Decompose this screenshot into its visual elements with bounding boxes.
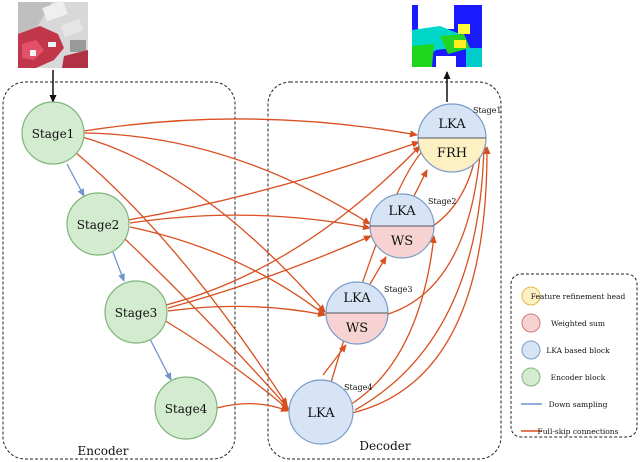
encoder-stage1-label: Stage1 (32, 127, 75, 141)
encoder-stage3-node: Stage3 (104, 280, 168, 344)
legend-item: Full-skip connections (521, 427, 619, 436)
decoder-stage2-top-label: LKA (388, 204, 416, 219)
legend-swatch-circle (521, 340, 541, 360)
decoder-stage1-node: LKA FRH Stage1 (417, 103, 501, 173)
legend-item: Encoder block (521, 367, 606, 387)
decoder-stage3-tag: Stage3 (384, 285, 412, 294)
decoder-stage1-tag: Stage1 (473, 106, 501, 115)
decoder-stage2-bottom-label: WS (391, 234, 413, 249)
legend-swatch-circle (521, 286, 541, 306)
decoder-stage3-top-label: LKA (343, 291, 371, 306)
legend-item: Weighted sum (521, 313, 605, 333)
legend-item: Feature refinement head (521, 286, 626, 306)
legend-label: LKA based block (546, 346, 610, 355)
decoder-stage2-node: LKA WS Stage2 (369, 193, 456, 259)
legend-label: Encoder block (551, 373, 606, 382)
legend-label: Full-skip connections (538, 427, 619, 436)
decoder-stage1-bottom-label: FRH (437, 146, 467, 161)
encoder-stage1-node: Stage1 (21, 101, 85, 165)
legend-swatch-circle (521, 313, 541, 333)
output-segmentation-map (412, 5, 482, 67)
encoder-stage4-node: Stage4 (154, 376, 218, 440)
legend-label: Down sampling (549, 400, 608, 409)
legend-box (510, 273, 638, 438)
decoder-stage2-tag: Stage2 (428, 197, 456, 206)
decoder-stage4-top-label: LKA (307, 406, 335, 421)
decoder-stage1-top-label: LKA (438, 117, 466, 132)
input-image (18, 0, 88, 68)
decoder-stage4-tag: Stage4 (344, 383, 372, 392)
legend-label: Feature refinement head (531, 292, 626, 301)
legend-label: Weighted sum (551, 319, 605, 328)
down-sampling-arrows (66, 163, 172, 381)
encoder-stage2-node: Stage2 (66, 192, 130, 256)
decoder-box (267, 81, 502, 460)
decoder-stage4-node: LKA Stage4 (288, 379, 372, 445)
encoder-stage4-label: Stage4 (165, 402, 208, 416)
decoder-label: Decoder (359, 439, 410, 453)
encoder-stage2-label: Stage2 (77, 218, 120, 232)
decoder-stage3-bottom-label: WS (346, 321, 368, 336)
legend-item: LKA based block (521, 340, 610, 360)
legend-item: Down sampling (521, 400, 608, 409)
legend-swatch-circle (521, 367, 541, 387)
encoder-label: Encoder (78, 444, 129, 458)
encoder-stage3-label: Stage3 (115, 306, 158, 320)
decoder-stage3-node: LKA WS Stage3 (325, 281, 412, 345)
full-skip-connections (74, 118, 491, 414)
